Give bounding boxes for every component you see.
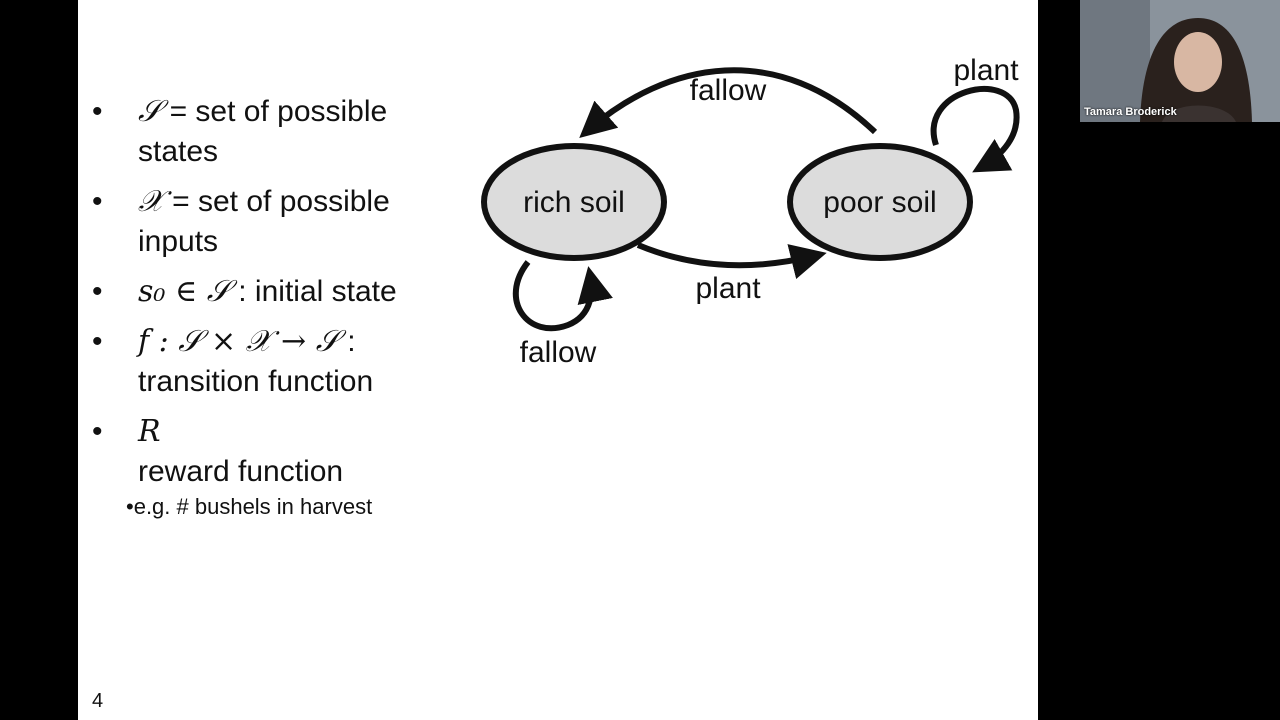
sub-bullet: •e.g. # bushels in harvest: [126, 494, 373, 519]
bullet-text: : initial state: [229, 275, 397, 308]
edge-rich-self-loop: [512, 260, 613, 332]
node-label-poor-soil: poor soil: [823, 186, 936, 219]
math-expression: R: [138, 414, 161, 449]
participant-name: Tamara Broderick: [1084, 106, 1177, 118]
edge-rich-to-poor: [636, 242, 827, 280]
edge-label-fallow-top: fallow: [690, 74, 767, 107]
bullet-dot: •: [92, 185, 103, 218]
node-rich-soil: [481, 143, 667, 261]
bullet-dot: •: [92, 415, 103, 448]
math-expression: 𝒮: [138, 94, 162, 129]
bullet-text: :: [338, 325, 356, 358]
bullet-dot: •: [92, 325, 103, 358]
edge-label-plant-self: plant: [953, 54, 1019, 87]
bullet-dot: •: [92, 275, 103, 308]
slide-number: 4: [92, 690, 104, 712]
math-expression: s₀ ∈ 𝒮: [138, 274, 230, 309]
node-label-rich-soil: rich soil: [523, 186, 625, 219]
math-expression: f : 𝒮 × 𝒳 → 𝒮: [138, 324, 339, 359]
math-expression: 𝒳: [138, 184, 164, 219]
bullet-text-line2: reward function: [138, 455, 344, 488]
edge-label-fallow-self: fallow: [520, 336, 597, 369]
bullet-text-line2: inputs: [138, 225, 219, 258]
slide: • 𝒮 = set of possible states • 𝒳 = set o…: [78, 0, 1038, 720]
bullet-text-line2: transition function: [138, 365, 374, 398]
participant-video-tile[interactable]: Tamara Broderick: [1080, 0, 1280, 122]
bullet-dot: •: [92, 95, 103, 128]
edge-label-plant-bottom: plant: [695, 272, 761, 305]
bullet-text: = set of possible: [161, 95, 388, 128]
state-diagram: rich soil poor soil fallow plant plant f…: [481, 54, 1020, 369]
node-poor-soil: [787, 143, 973, 261]
bullet-text: = set of possible: [163, 185, 390, 218]
edge-poor-to-rich: [579, 67, 878, 138]
bullet-text-line2: states: [138, 135, 219, 168]
participant-video-image: [1080, 0, 1280, 122]
bullet-list: • 𝒮 = set of possible states • 𝒳 = set o…: [78, 0, 538, 720]
edge-poor-self-loop: [930, 85, 1020, 173]
